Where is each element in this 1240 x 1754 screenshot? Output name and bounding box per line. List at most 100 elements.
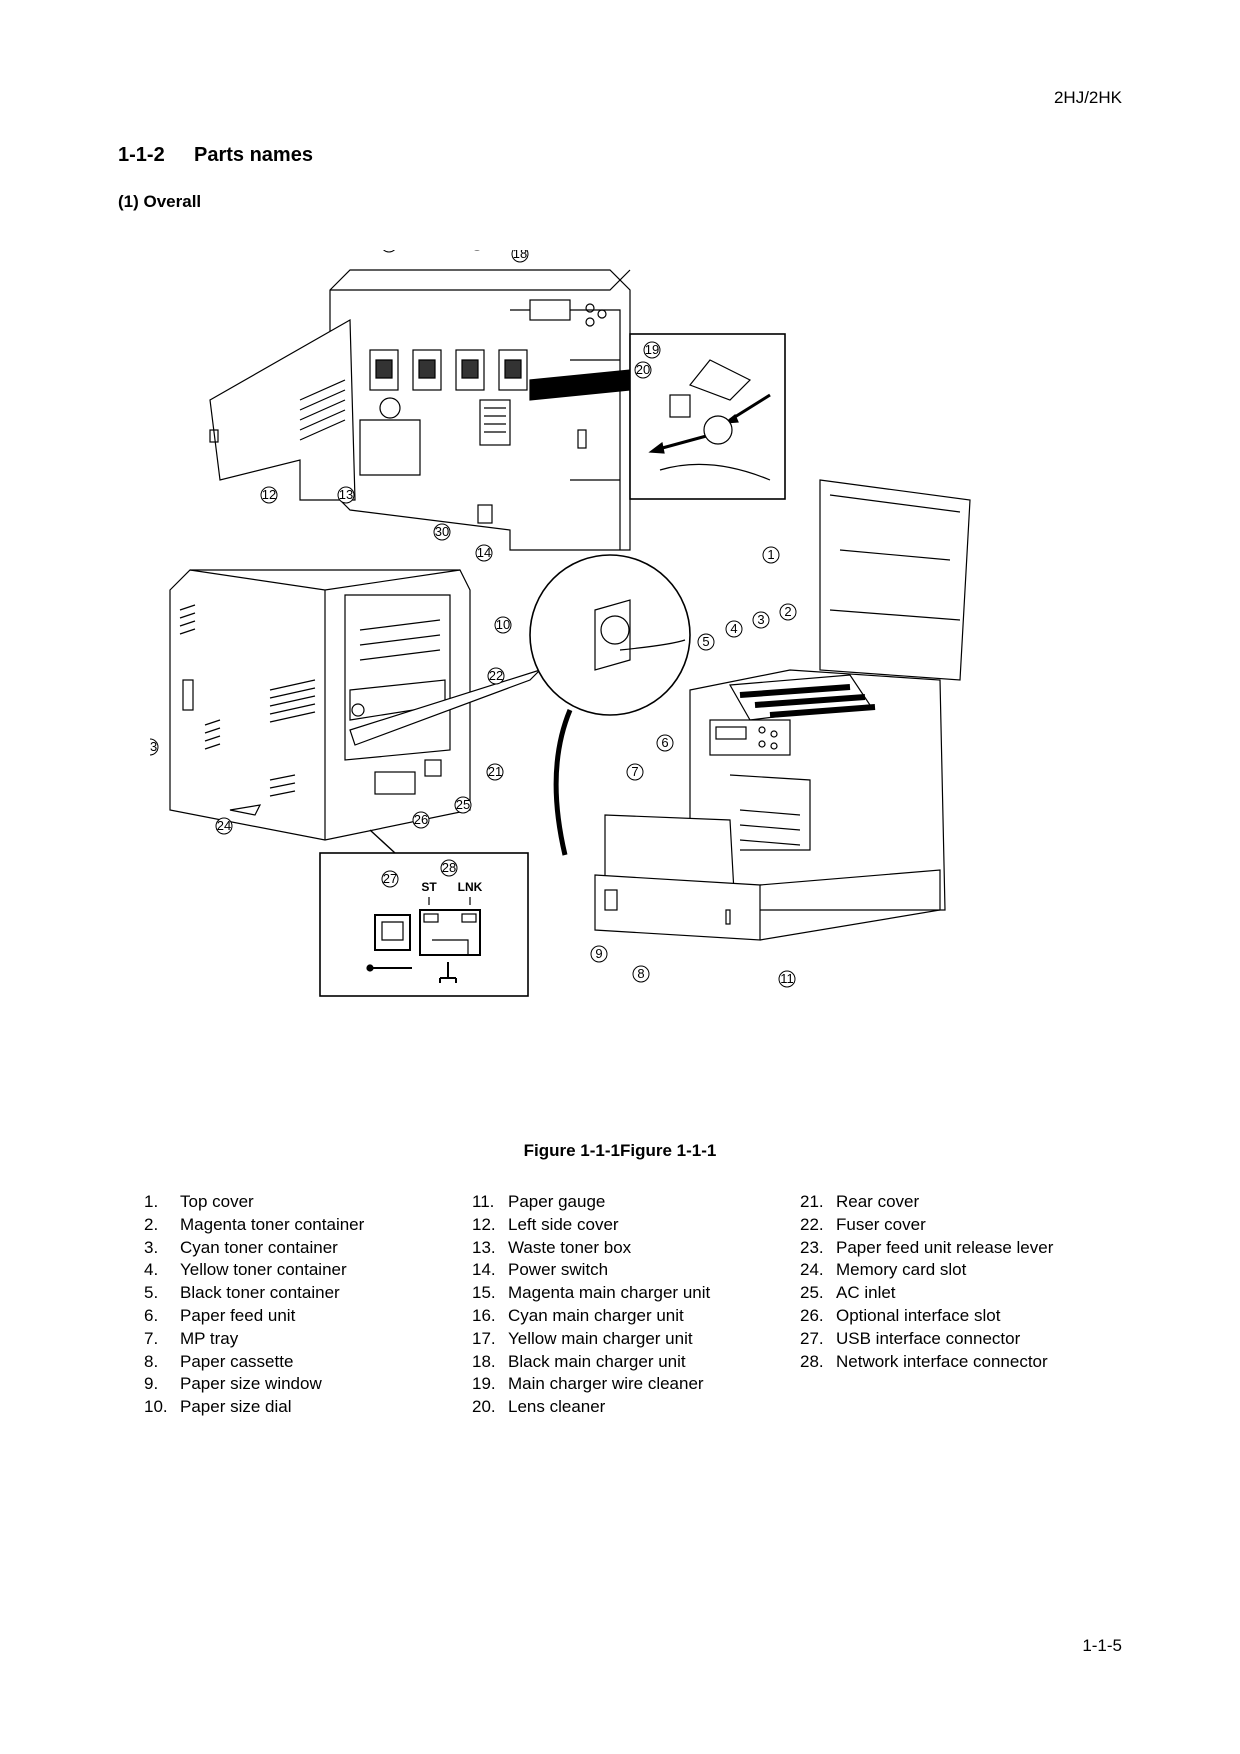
callout-13: 13 bbox=[337, 486, 355, 504]
parts-column-1: 1.Top cover 2.Magenta toner container 3.… bbox=[144, 1192, 364, 1420]
list-item: 17.Yellow main charger unit bbox=[472, 1328, 693, 1348]
callout-3: 3 bbox=[752, 611, 770, 629]
svg-text:4: 4 bbox=[730, 621, 737, 636]
lnk-label: LNK bbox=[458, 880, 483, 894]
list-item: 10.Paper size dial bbox=[144, 1397, 292, 1417]
svg-text:13: 13 bbox=[339, 487, 353, 502]
callout-28: 28 bbox=[440, 859, 458, 877]
callout-18: 18 bbox=[511, 250, 529, 263]
list-item: 9.Paper size window bbox=[144, 1374, 322, 1394]
callout-9: 9 bbox=[590, 945, 608, 963]
section-title: Parts names bbox=[194, 144, 313, 166]
callout-12: 12 bbox=[260, 486, 278, 504]
svg-text:3: 3 bbox=[757, 612, 764, 627]
svg-text:5: 5 bbox=[702, 634, 709, 649]
callout-23: 23 bbox=[150, 738, 159, 756]
list-item: 8.Paper cassette bbox=[144, 1351, 294, 1371]
list-item: 5.Black toner container bbox=[144, 1283, 340, 1303]
list-item: 3.Cyan toner container bbox=[144, 1237, 338, 1257]
svg-text:19: 19 bbox=[645, 342, 659, 357]
list-item: 2.Magenta toner container bbox=[144, 1214, 365, 1234]
callout-6: 6 bbox=[656, 734, 674, 752]
svg-text:30: 30 bbox=[435, 524, 449, 539]
svg-text:7: 7 bbox=[631, 764, 638, 779]
callout-24: 24 bbox=[215, 817, 233, 835]
list-item: 24.Memory card slot bbox=[800, 1260, 967, 1280]
list-item: 21.Rear cover bbox=[800, 1192, 920, 1211]
svg-text:15: 15 bbox=[382, 250, 396, 251]
callout-14: 14 bbox=[475, 544, 493, 562]
callout-26: 26 bbox=[412, 811, 430, 829]
callout-7: 7 bbox=[626, 763, 644, 781]
callout-15: 15 bbox=[382, 250, 396, 253]
svg-text:12: 12 bbox=[262, 487, 276, 502]
svg-text:21: 21 bbox=[488, 764, 502, 779]
list-item: 16.Cyan main charger unit bbox=[472, 1305, 684, 1325]
section-number: 1-1-2 bbox=[118, 144, 165, 166]
svg-text:11: 11 bbox=[780, 971, 794, 986]
svg-text:2: 2 bbox=[784, 604, 791, 619]
callout-21: 21 bbox=[486, 763, 504, 781]
svg-text:25: 25 bbox=[456, 797, 470, 812]
svg-text:22: 22 bbox=[489, 668, 503, 683]
list-item: 13.Waste toner box bbox=[472, 1237, 632, 1257]
callout-30: 30 bbox=[433, 523, 451, 541]
printer-front-view bbox=[594, 479, 971, 941]
inset-charger-cleaner bbox=[529, 333, 786, 500]
list-item: 7.MP tray bbox=[144, 1328, 239, 1348]
callout-20: 20 bbox=[634, 361, 652, 379]
callout-11: 11 bbox=[778, 970, 796, 988]
section-heading: 1-1-2 Parts names bbox=[118, 144, 313, 167]
svg-text:18: 18 bbox=[513, 250, 527, 261]
st-label: ST bbox=[421, 880, 437, 894]
svg-text:6: 6 bbox=[661, 735, 668, 750]
callout-markers: 15 16 17 18 19 20 12 13 30 14 1 2 3 4 5 … bbox=[150, 250, 797, 988]
printer-parts-figure: ST LNK bbox=[150, 250, 1100, 1120]
svg-text:26: 26 bbox=[414, 812, 428, 827]
svg-text:24: 24 bbox=[217, 818, 231, 833]
callout-2: 2 bbox=[779, 603, 797, 621]
list-item: 23.Paper feed unit release lever bbox=[800, 1237, 1054, 1257]
list-item: 27.USB interface connector bbox=[800, 1328, 1021, 1348]
list-item: 18.Black main charger unit bbox=[472, 1351, 686, 1371]
list-item: 1.Top cover bbox=[144, 1192, 254, 1211]
list-item: 25.AC inlet bbox=[800, 1283, 896, 1303]
svg-text:27: 27 bbox=[383, 871, 397, 886]
inset-paper-size-dial bbox=[529, 554, 691, 856]
parts-column-3: 21.Rear cover 22.Fuser cover 23.Paper fe… bbox=[800, 1192, 1053, 1374]
list-item: 6.Paper feed unit bbox=[144, 1305, 296, 1325]
svg-text:14: 14 bbox=[477, 545, 491, 560]
parts-list: 1.Top cover 2.Magenta toner container 3.… bbox=[144, 1192, 1124, 1432]
subsection-heading: (1) Overall bbox=[118, 192, 202, 211]
page-number: 1-1-5 bbox=[1082, 1636, 1122, 1655]
list-item: 15.Magenta main charger unit bbox=[472, 1283, 711, 1303]
callout-4: 4 bbox=[725, 620, 743, 638]
callout-22: 22 bbox=[487, 667, 505, 685]
list-item: 12.Left side cover bbox=[472, 1214, 619, 1234]
callout-27: 27 bbox=[381, 870, 399, 888]
callout-5: 5 bbox=[697, 633, 715, 651]
list-item: 26.Optional interface slot bbox=[800, 1305, 1001, 1325]
svg-text:23: 23 bbox=[150, 739, 157, 754]
svg-text:28: 28 bbox=[442, 860, 456, 875]
svg-text:9: 9 bbox=[595, 946, 602, 961]
inset-interface-connectors: ST LNK bbox=[319, 829, 529, 997]
callout-19: 19 bbox=[643, 341, 661, 359]
svg-text:1: 1 bbox=[767, 547, 774, 562]
printer-rear-view bbox=[169, 569, 541, 841]
figure-caption: Figure 1-1-1Figure 1-1-1 bbox=[523, 1141, 717, 1160]
list-item: 4.Yellow toner container bbox=[144, 1260, 347, 1280]
svg-text:20: 20 bbox=[636, 362, 650, 377]
list-item: 22.Fuser cover bbox=[800, 1214, 926, 1234]
parts-column-2: 11.Paper gauge 12.Left side cover 13.Was… bbox=[472, 1192, 710, 1420]
list-item: 14.Power switch bbox=[472, 1260, 609, 1280]
list-item: 11.Paper gauge bbox=[472, 1192, 606, 1211]
printer-left-side-view bbox=[209, 269, 631, 551]
svg-text:8: 8 bbox=[637, 966, 644, 981]
list-item: 28.Network interface connector bbox=[800, 1351, 1048, 1371]
document-code: 2HJ/2HK bbox=[1053, 88, 1122, 107]
callout-8: 8 bbox=[632, 965, 650, 983]
callout-10: 10 bbox=[494, 616, 512, 634]
printer-illustration: ST LNK bbox=[150, 250, 971, 997]
callout-25: 25 bbox=[454, 796, 472, 814]
